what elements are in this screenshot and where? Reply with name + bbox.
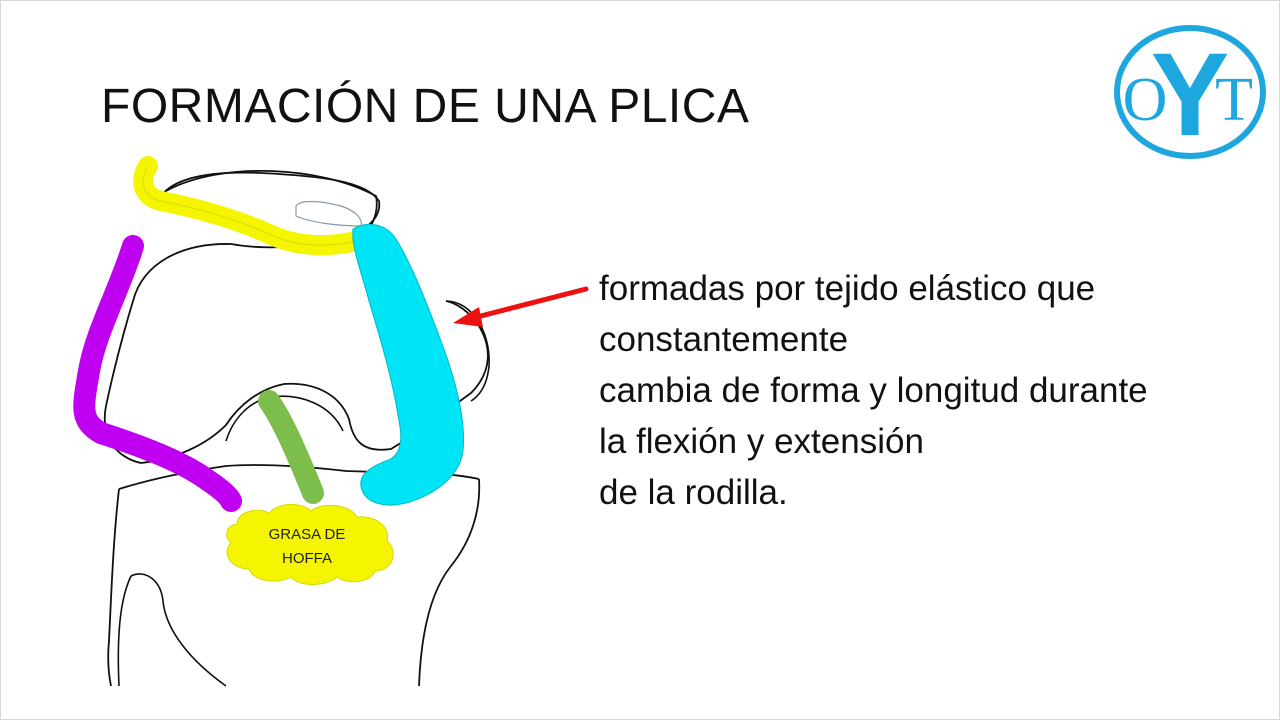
description-line-3: cambia de forma y longitud durante — [599, 371, 1148, 410]
lateral-plica — [352, 223, 465, 506]
pointer-arrow-head — [453, 307, 483, 327]
oyt-logo: O Y T — [1114, 25, 1266, 161]
logo-letter-o: O — [1123, 66, 1168, 134]
hoffa-label-line2: HOFFA — [282, 550, 332, 567]
infrapatellar-plica — [258, 390, 324, 504]
fibula-outline — [117, 573, 227, 687]
hoffa-fat-pad — [226, 504, 394, 585]
logo-ring — [1114, 25, 1266, 159]
tibia-right-edge — [418, 478, 481, 687]
suprapatellar-plica-outline — [142, 165, 357, 246]
hoffa-label-line1: GRASA DE — [269, 526, 346, 543]
tibia-left-edge — [107, 488, 120, 687]
pointer-arrow-shaft — [470, 286, 589, 321]
knee-plica-diagram: GRASA DE HOFFA — [73, 156, 589, 687]
patella-inner — [295, 200, 362, 227]
logo-letter-y: Y — [1151, 29, 1230, 161]
description-text: formadas por tejido elástico que constan… — [599, 263, 1269, 518]
lateral-condyle-edge — [445, 300, 490, 402]
description-line-4: la flexión y extensión — [599, 422, 924, 461]
medial-plica — [73, 235, 242, 512]
slide-title: FORMACIÓN DE UNA PLICA — [101, 80, 750, 133]
description-line-1: formadas por tejido elástico que — [599, 269, 1096, 308]
patella-outline — [160, 171, 381, 230]
description-line-5: de la rodilla. — [599, 473, 788, 512]
logo-letter-t: T — [1215, 66, 1253, 134]
description-line-2: constantemente — [599, 320, 849, 359]
